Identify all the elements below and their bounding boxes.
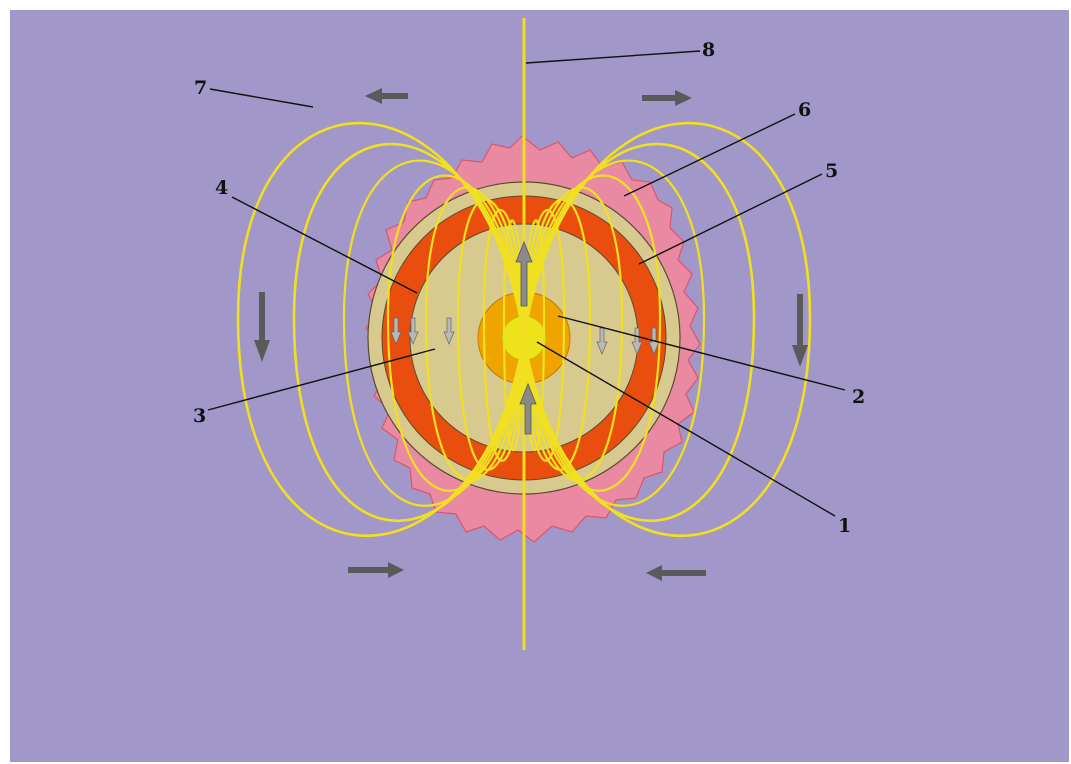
small-down-arrow (390, 317, 402, 345)
arrow-right (642, 90, 692, 106)
arrow-left (365, 88, 408, 104)
label-1: 1 (838, 515, 851, 537)
field-line (502, 219, 526, 452)
small-down-arrow (631, 327, 643, 355)
small-down-arrow (443, 317, 455, 345)
small-arrows (390, 317, 660, 355)
field-line (424, 186, 526, 482)
label-4: 4 (215, 177, 228, 199)
magnetic-field-lines (236, 121, 812, 537)
leader-line-3 (207, 348, 436, 411)
field-line (456, 198, 526, 471)
label-6: 6 (798, 99, 811, 121)
label-7: 7 (194, 77, 207, 99)
small-down-arrow (407, 317, 419, 345)
arrow-down (254, 292, 270, 362)
leader-lines (207, 50, 846, 517)
arrow-left (646, 565, 706, 581)
field-line (522, 208, 566, 462)
label-3: 3 (193, 405, 206, 427)
leader-line-6 (623, 113, 796, 197)
arrow-up (515, 240, 533, 307)
field-line (522, 198, 592, 471)
leader-line-2 (557, 315, 846, 391)
leader-line-4 (231, 196, 418, 294)
arrow-down (792, 294, 808, 367)
leader-line-1 (536, 341, 836, 517)
field-line (482, 208, 526, 462)
label-2: 2 (852, 386, 865, 408)
arrow-up (519, 382, 537, 435)
field-line (522, 186, 624, 482)
leader-line-8 (525, 50, 701, 64)
arrow-right (348, 562, 404, 578)
magnetic-field-diagram: 1 2 3 4 5 6 7 8 (10, 10, 1069, 762)
label-5: 5 (825, 160, 838, 182)
leader-line-7 (209, 88, 314, 108)
leader-line-5 (638, 173, 823, 265)
label-8: 8 (702, 39, 715, 61)
